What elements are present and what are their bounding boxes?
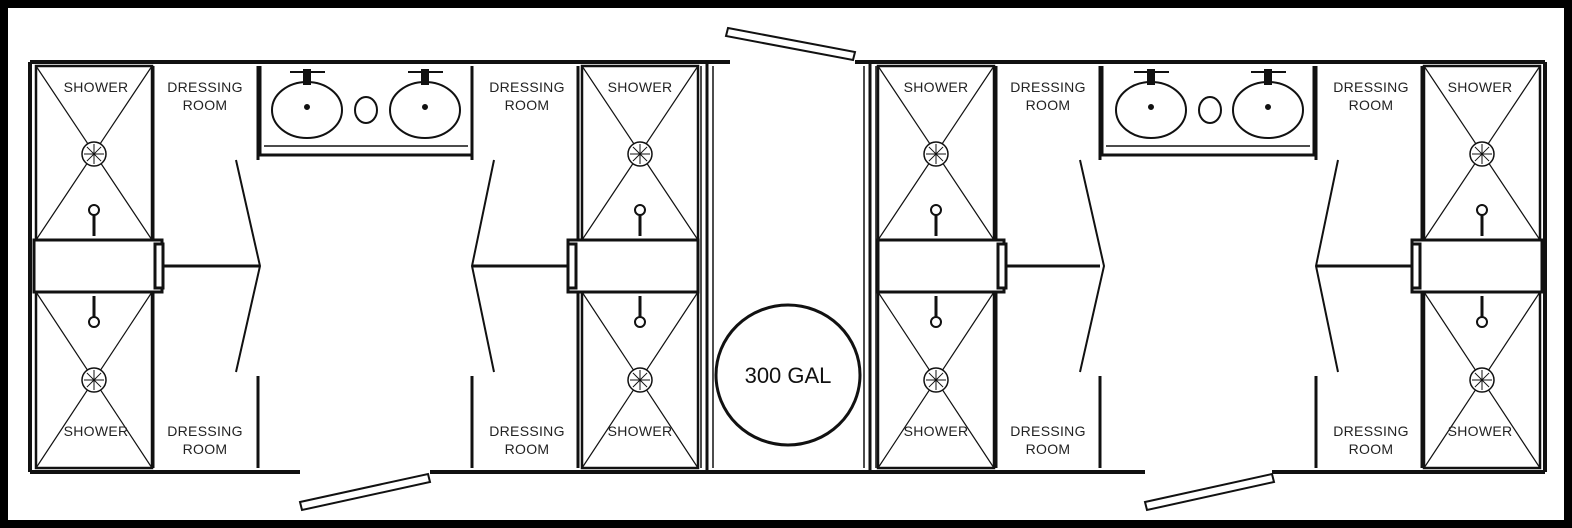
dressing-room-label-line2: ROOM — [505, 441, 550, 457]
dressing-room-label-line2: ROOM — [1349, 97, 1394, 113]
drain-icon — [627, 367, 653, 393]
dressing-room-label-line2: ROOM — [183, 97, 228, 113]
faucet-icon — [408, 69, 443, 110]
dressing-room-label-line2: ROOM — [505, 97, 550, 113]
shower-stall — [1422, 290, 1542, 470]
door-top — [724, 26, 857, 62]
shower-head-icon — [88, 296, 100, 328]
inner-wall-lines — [700, 66, 877, 468]
shower-label: SHOWER — [64, 423, 129, 439]
shower-label: SHOWER — [1448, 79, 1513, 95]
shower-head-icon — [1476, 204, 1488, 236]
door-bottom-right — [1143, 472, 1276, 512]
dressing-partitions — [151, 66, 1424, 468]
dressing-room-label: DRESSING — [167, 79, 243, 95]
drain-icon — [81, 367, 107, 393]
door-bottom-left — [298, 472, 432, 512]
dressing-room-label: DRESSING — [167, 423, 243, 439]
shower-label: SHOWER — [608, 79, 673, 95]
dressing-room-label: DRESSING — [1333, 79, 1409, 95]
faucets — [290, 69, 1286, 110]
outer-walls — [28, 60, 1547, 474]
shower-stall — [580, 290, 700, 470]
faucet-icon — [1251, 69, 1286, 110]
shower-stalls — [34, 64, 1542, 470]
vanity-counters — [258, 66, 1316, 157]
shower-stall — [876, 64, 996, 242]
shower-head-icon — [1476, 296, 1488, 328]
shower-label: SHOWER — [904, 79, 969, 95]
faucet-icon — [1134, 69, 1169, 110]
soap-dish-icon — [354, 96, 378, 124]
shower-head-icon — [634, 204, 646, 236]
dressing-room-label: DRESSING — [1010, 79, 1086, 95]
drain-icon — [1469, 141, 1495, 167]
water-tank — [714, 303, 862, 447]
room-labels: SHOWER SHOWER SHOWER SHOWER SHOWER SHOWER SHOW… — [64, 79, 1513, 457]
shower-stall — [580, 64, 700, 242]
drain-icon — [627, 141, 653, 167]
shower-label: SHOWER — [904, 423, 969, 439]
shower-label: SHOWER — [1448, 423, 1513, 439]
drain-icon — [1469, 367, 1495, 393]
shower-stall — [1422, 64, 1542, 242]
shower-head-icon — [930, 204, 942, 236]
shower-stall — [34, 290, 154, 470]
shower-head-icon — [930, 296, 942, 328]
dressing-room-label-line2: ROOM — [1026, 441, 1071, 457]
dressing-room-label-line2: ROOM — [1349, 441, 1394, 457]
faucet-icon — [290, 69, 325, 110]
shower-head-icon — [88, 204, 100, 236]
soap-dish-icon — [1198, 96, 1222, 124]
dressing-room-label: DRESSING — [489, 79, 565, 95]
dressing-room-label-line2: ROOM — [1026, 97, 1071, 113]
shower-stall — [876, 290, 996, 470]
sinks — [271, 81, 1304, 139]
drain-icon — [923, 141, 949, 167]
dressing-room-label: DRESSING — [1010, 423, 1086, 439]
dressing-room-label: DRESSING — [489, 423, 565, 439]
dressing-room-label: DRESSING — [1333, 423, 1409, 439]
dressing-room-label-line2: ROOM — [183, 441, 228, 457]
tank-label: 300 GAL — [745, 363, 832, 388]
drain-icon — [81, 141, 107, 167]
curtain-lines — [235, 159, 1339, 373]
shower-label: SHOWER — [64, 79, 129, 95]
shower-label: SHOWER — [608, 423, 673, 439]
shower-head-icon — [634, 296, 646, 328]
drain-icon — [923, 367, 949, 393]
